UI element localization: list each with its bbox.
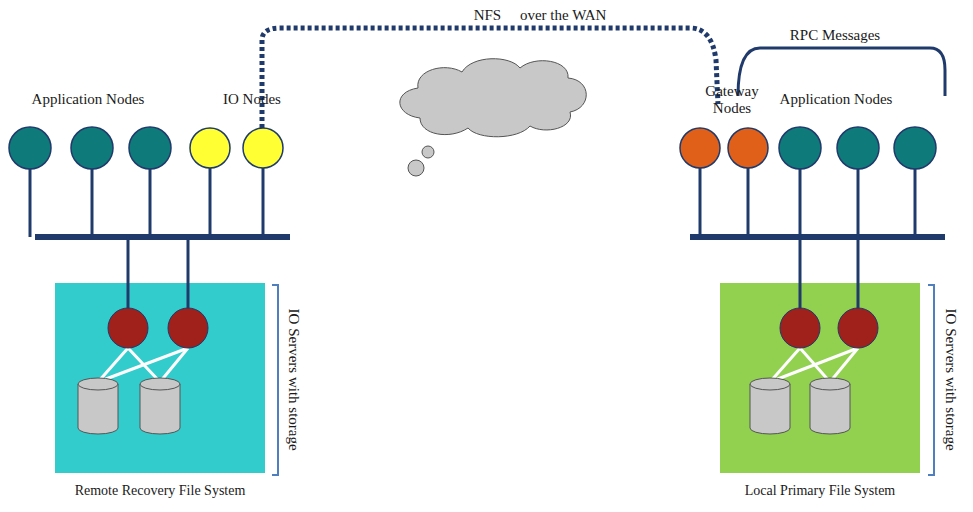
left-bracket: [272, 285, 278, 475]
right-bus: [690, 168, 945, 310]
link-label: NFS over the WAN: [474, 7, 607, 24]
group-label: Gateway Nodes: [701, 83, 763, 118]
group-label: Application Nodes: [32, 91, 145, 108]
right-io-servers: [750, 308, 878, 434]
recovery-box-fill: [55, 283, 265, 473]
rpc-bracket: [738, 48, 945, 96]
bracket-label: RPC Messages: [790, 27, 880, 44]
left-bus: [30, 168, 290, 310]
side-label: IO Servers with storage: [284, 309, 301, 451]
cloud: [400, 59, 586, 176]
group-label: Application Nodes: [780, 91, 893, 108]
right-bracket: [928, 285, 934, 475]
group-label: IO Nodes: [223, 91, 281, 108]
left-circles: [9, 127, 283, 169]
right-circles: [680, 127, 936, 169]
left-io-servers: [78, 308, 208, 434]
file-system-box: Local Primary File System: [720, 283, 920, 473]
file-system-box: Remote Recovery File System: [55, 283, 265, 473]
primary-box-fill: [720, 283, 920, 473]
system-caption: Local Primary File System: [720, 483, 920, 499]
side-label: IO Servers with storage: [941, 309, 958, 451]
system-caption: Remote Recovery File System: [55, 483, 265, 499]
